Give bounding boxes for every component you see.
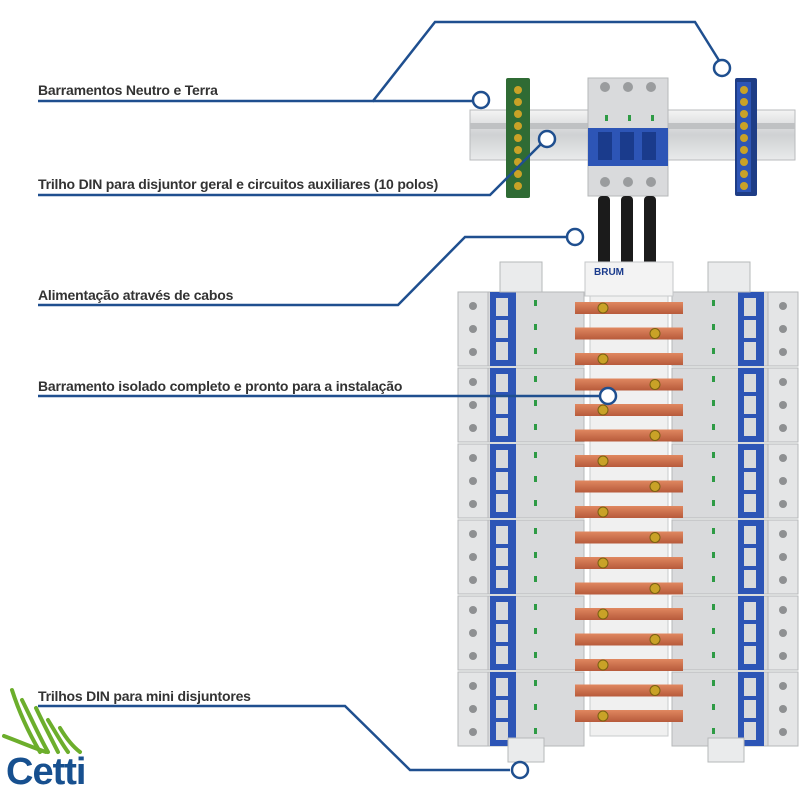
rail-bracket-right	[707, 261, 751, 763]
right-breaker-stack	[671, 291, 799, 747]
callout-lines	[38, 20, 732, 780]
left-breaker-stack	[457, 291, 585, 747]
ground-bus-right	[735, 78, 757, 196]
callout-din-rails-mini: Trilhos DIN para mini disjuntores	[38, 688, 251, 704]
insulated-busbar: BRUM	[575, 261, 683, 737]
feed-cables	[598, 196, 656, 266]
callout-din-rail-main: Trilho DIN para disjuntor geral e circui…	[38, 176, 439, 192]
rail-bracket-left	[499, 261, 545, 763]
callout-neutral-ground-bus: Barramentos Neutro e Terra	[38, 82, 218, 98]
main-breaker	[587, 77, 669, 197]
callout-insulated-busbar: Barramento isolado completo e pronto par…	[38, 378, 403, 394]
cetti-logo-icon	[2, 688, 82, 754]
brand-label: BRUM	[594, 267, 624, 278]
neutral-bus-left	[506, 78, 530, 198]
callout-cable-feed: Alimentação através de cabos	[38, 287, 234, 303]
logo-text: Cetti	[6, 751, 86, 793]
